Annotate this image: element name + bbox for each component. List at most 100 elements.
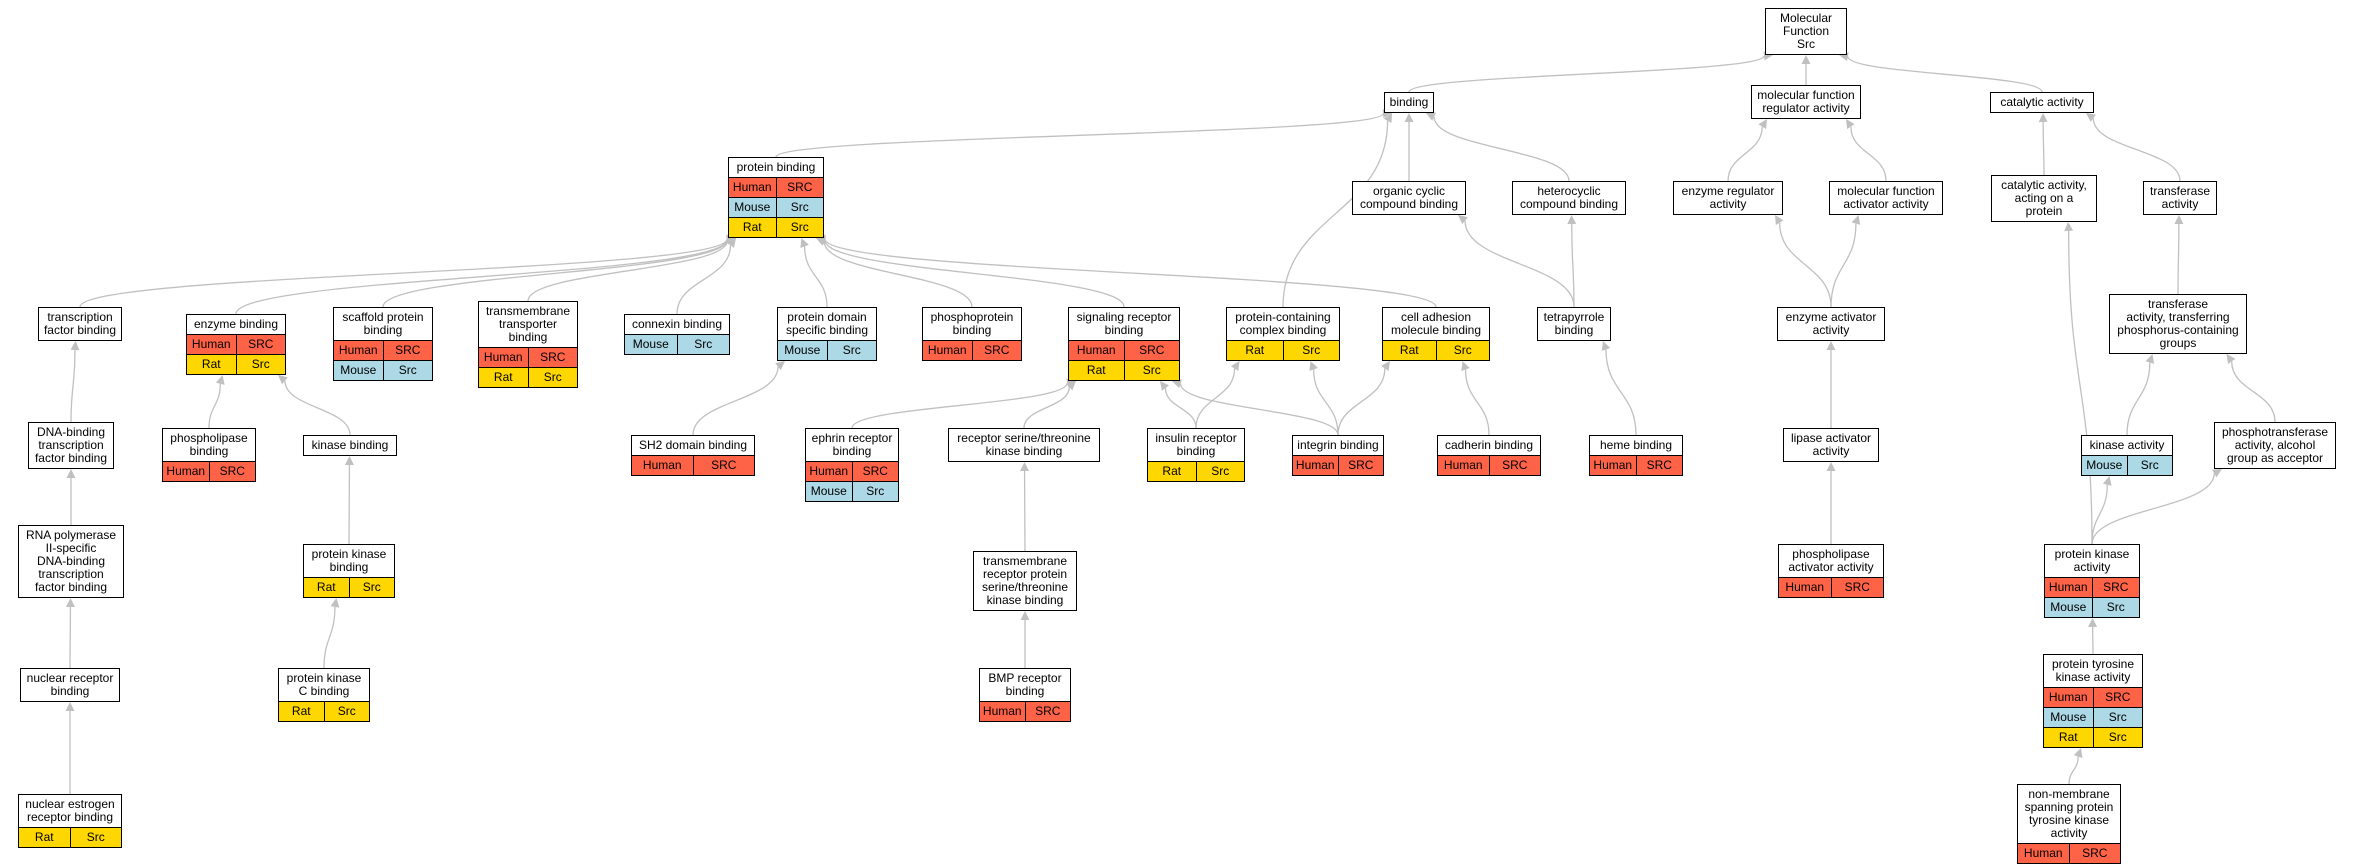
go-term-node: transferase activity, transferring phosp…: [2109, 294, 2247, 354]
edge-arrowhead: [2102, 476, 2112, 486]
edge-arrowhead: [1567, 215, 1577, 225]
gene-symbol-cell: Src: [1195, 462, 1244, 481]
species-cell: Mouse: [2044, 708, 2093, 727]
gene-symbol-cell: SRC: [1123, 341, 1179, 360]
edge-arrowhead: [2226, 354, 2236, 364]
is-a-edge: [676, 245, 732, 315]
species-cell: Rat: [1383, 341, 1436, 360]
gene-symbol-cell: SRC: [382, 341, 432, 360]
is-a-edge: [2042, 121, 2045, 176]
is-a-edge: [824, 238, 1437, 308]
species-cell: Human: [923, 341, 972, 360]
go-term-label: DNA-binding transcription factor binding: [34, 424, 108, 465]
go-term-label: heme binding: [1599, 437, 1673, 452]
is-a-edge: [2231, 361, 2276, 423]
gene-symbol-cell: SRC: [1635, 455, 1682, 475]
go-term-label: protein-containing complex binding: [1235, 310, 1331, 337]
edge-arrowhead: [1381, 361, 1390, 371]
edge-arrowhead: [215, 375, 225, 385]
go-term-label: phosphoprotein binding: [930, 310, 1014, 337]
go-term-label: nuclear receptor binding: [26, 671, 114, 698]
species-cell: Human: [334, 341, 383, 360]
gene-symbol-cell: Src: [527, 367, 577, 387]
edge-arrowhead: [1846, 119, 1855, 130]
species-cell: Mouse: [778, 341, 827, 360]
go-term-label: protein kinase C binding: [286, 671, 362, 698]
edge-arrowhead: [1172, 379, 1182, 389]
go-term-node: molecular function regulator activity: [1751, 85, 1861, 119]
edge-arrowhead: [1066, 381, 1076, 391]
go-term-label: heterocyclic compound binding: [1519, 184, 1619, 211]
is-a-edge: [1779, 222, 1832, 308]
go-term-node: binding: [1384, 91, 1434, 113]
species-cell: Rat: [1069, 361, 1124, 380]
species-cell: Human: [980, 702, 1025, 721]
go-term-label: phosphotransferase activity, alcohol gro…: [2221, 424, 2329, 465]
gene-symbol-cell: SRC: [1830, 578, 1883, 597]
is-a-edge: [382, 239, 728, 308]
gene-symbol-cell: Src: [775, 197, 823, 217]
go-term-node: enzyme regulator activity: [1673, 181, 1783, 215]
go-term-label: transcription factor binding: [43, 310, 117, 337]
go-term-label: phospholipase binding: [170, 431, 248, 458]
edge-arrowhead: [2145, 354, 2155, 364]
is-a-edge: [851, 382, 1068, 429]
edge-arrowhead: [775, 361, 785, 371]
gene-symbol-cell: Src: [69, 828, 121, 847]
is-a-edge: [1464, 369, 1490, 436]
go-term-label: enzyme regulator activity: [1681, 184, 1775, 211]
edge-arrowhead: [1801, 55, 1811, 64]
go-term-node: molecular function activator activity: [1829, 181, 1943, 215]
go-term-label: enzyme binding: [193, 316, 279, 331]
go-term-label: receptor serine/threonine kinase binding: [957, 431, 1091, 458]
species-cell: Rat: [729, 217, 776, 237]
species-cell: Rat: [304, 578, 349, 597]
species-cell: Human: [2045, 578, 2092, 597]
gene-symbol-cell: Src: [851, 482, 898, 501]
species-cell: Rat: [479, 367, 528, 387]
go-term-label: molecular function regulator activity: [1757, 88, 1855, 115]
go-term-node: RNA polymerase II-specific DNA-binding t…: [18, 524, 124, 598]
species-cell: Mouse: [2082, 455, 2127, 475]
gene-symbol-cell: SRC: [208, 462, 255, 481]
gene-symbol-cell: Src: [235, 354, 285, 374]
is-a-edge: [2126, 362, 2151, 436]
go-term-label: protein kinase activity: [2054, 547, 2130, 574]
go-term-label: BMP receptor binding: [988, 671, 1062, 698]
edge-arrowhead: [2064, 222, 2074, 232]
edge-arrowhead: [65, 598, 75, 608]
edge-arrowhead: [1230, 361, 1240, 371]
go-term-label: protein domain specific binding: [785, 310, 869, 337]
species-cell: Rat: [1227, 341, 1283, 360]
species-cell: Human: [1438, 455, 1489, 475]
go-term-label: RNA polymerase II-specific DNA-binding t…: [25, 527, 117, 594]
is-a-edge: [823, 241, 973, 308]
is-a-edge: [1195, 368, 1236, 429]
is-a-edge: [1605, 349, 1637, 436]
go-term-node: tetrapyrrole binding: [1537, 307, 1611, 341]
gene-symbol-cell: SRC: [527, 347, 577, 367]
go-term-label: cadherin binding: [1444, 437, 1534, 452]
edge-arrowhead: [800, 238, 809, 249]
edge-arrowhead: [1160, 381, 1170, 391]
go-term-label: ephrin receptor binding: [811, 431, 893, 458]
go-term-label: protein tyrosine kinase activity: [2051, 657, 2135, 684]
species-cell: Human: [1590, 455, 1636, 475]
is-a-edge: [1179, 383, 1339, 436]
